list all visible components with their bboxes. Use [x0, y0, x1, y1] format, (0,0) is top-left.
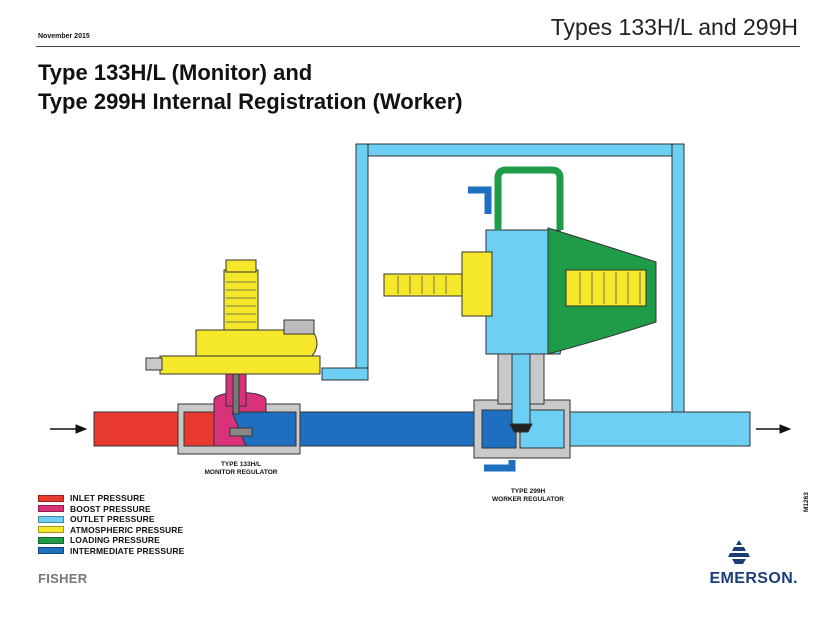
outlet-pipe-section — [569, 411, 751, 447]
monitor-regulator-label: TYPE 133H/L MONITOR REGULATOR — [196, 461, 286, 477]
monitor-label-line-2: MONITOR REGULATOR — [204, 469, 278, 476]
header-rule — [36, 46, 800, 47]
legend-item-intermediate: INTERMEDIATE PRESSURE — [38, 546, 184, 557]
legend-label: INLET PRESSURE — [70, 493, 146, 504]
worker-regulator — [383, 166, 657, 472]
legend-item-inlet: INLET PRESSURE — [38, 493, 184, 504]
legend-label: OUTLET PRESSURE — [70, 514, 155, 525]
legend-swatch — [38, 526, 64, 534]
legend-swatch — [38, 515, 64, 523]
legend-swatch — [38, 536, 64, 544]
flow-arrows — [50, 424, 792, 434]
worker-regulator-label: TYPE 299H WORKER REGULATOR — [478, 488, 578, 504]
sense-line — [321, 143, 685, 413]
worker-label-line-1: TYPE 299H — [510, 488, 546, 495]
figure-id: M1263 — [803, 492, 810, 512]
worker-label-line-2: WORKER REGULATOR — [492, 496, 564, 503]
legend-label: LOADING PRESSURE — [70, 535, 160, 546]
pressure-legend: INLET PRESSURE BOOST PRESSURE OUTLET PRE… — [38, 493, 184, 556]
legend-item-atmospheric: ATMOSPHERIC PRESSURE — [38, 525, 184, 536]
pipeline — [93, 411, 751, 447]
outlet-arrowhead-icon — [779, 424, 792, 434]
inlet-pipe-section — [93, 411, 185, 447]
monitor-label-line-1: TYPE 133H/L — [220, 461, 262, 468]
legend-label: ATMOSPHERIC PRESSURE — [70, 524, 184, 535]
legend-label: INTERMEDIATE PRESSURE — [70, 545, 185, 556]
legend-item-outlet: OUTLET PRESSURE — [38, 514, 184, 525]
fisher-brand: FISHER — [38, 571, 88, 586]
headline-line-1: Type 133H/L (Monitor) and — [38, 60, 313, 85]
headline-line-2: Type 299H Internal Registration (Worker) — [38, 89, 463, 114]
legend-label: BOOST PRESSURE — [70, 503, 151, 514]
inlet-arrowhead-icon — [75, 424, 88, 434]
emerson-brand: EMERSON. — [709, 570, 798, 587]
legend-swatch — [38, 494, 64, 502]
intermediate-pipe-section — [289, 411, 481, 447]
page-headline: Type 133H/L (Monitor) and Type 299H Inte… — [38, 58, 463, 116]
legend-swatch — [38, 547, 64, 555]
legend-item-loading: LOADING PRESSURE — [38, 535, 184, 546]
legend-item-boost: BOOST PRESSURE — [38, 504, 184, 515]
document-title: Types 133H/L and 299H — [550, 14, 798, 40]
legend-swatch — [38, 505, 64, 513]
emerson-logo-icon — [728, 540, 750, 564]
document-date: November 2015 — [38, 33, 90, 40]
monitor-regulator — [145, 259, 321, 455]
